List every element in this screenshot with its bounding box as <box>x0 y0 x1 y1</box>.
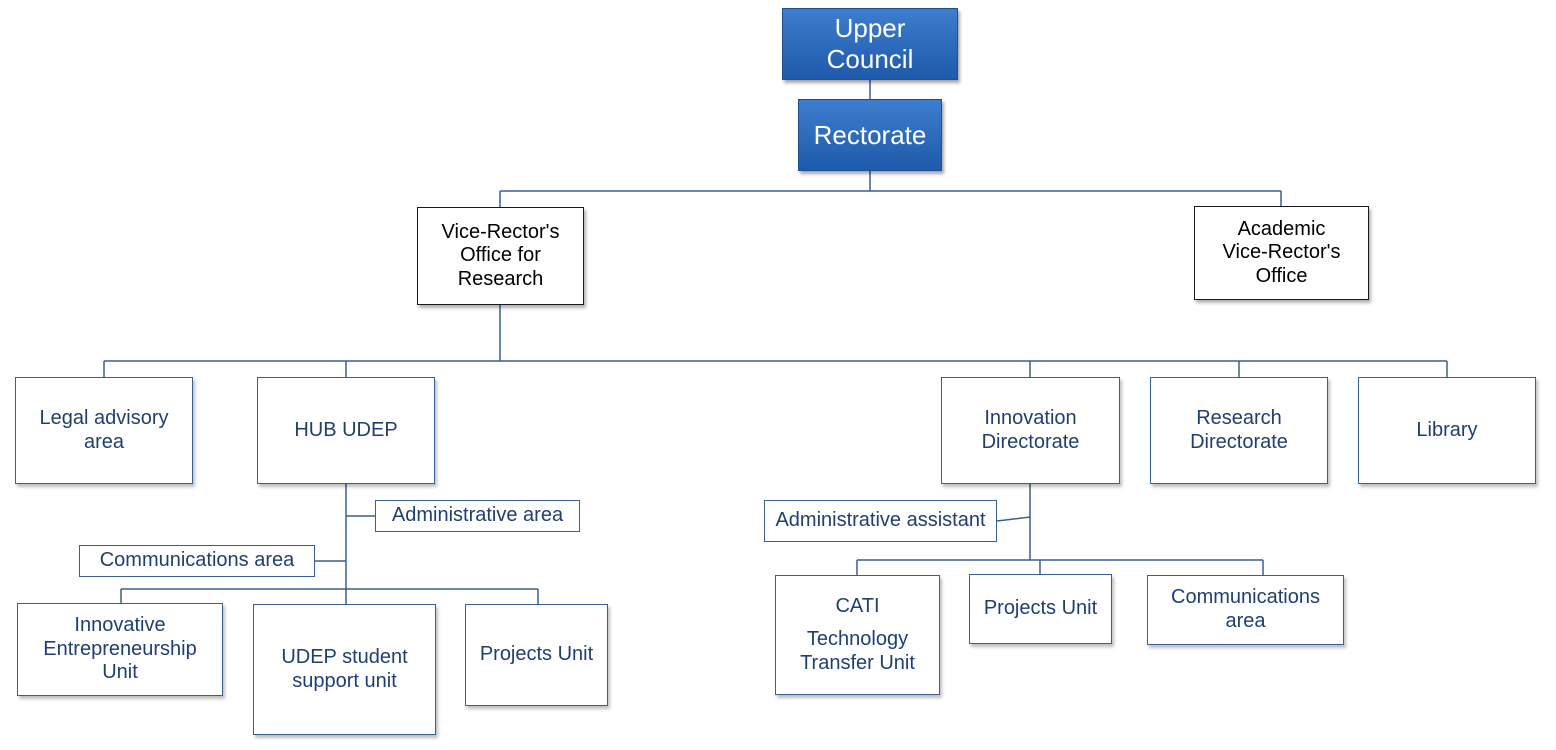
innovation-communications-area-box: Communications area <box>1147 575 1344 645</box>
node-line: Unit <box>102 661 138 684</box>
node-line: Projects Unit <box>479 643 594 666</box>
entrepreneurship-unit-box: Innovative Entrepreneurship Unit <box>17 603 223 696</box>
node-line: Directorate <box>981 430 1080 453</box>
node-line: Innovation <box>984 406 1077 429</box>
hub-udep-box: HUB UDEP <box>257 377 435 484</box>
node-line: Directorate <box>1190 430 1288 453</box>
node-line: Entrepreneurship <box>43 637 197 660</box>
node-line: Council <box>826 44 914 74</box>
node-line: Vice-Rector's <box>441 220 560 243</box>
node-line: Transfer Unit <box>800 651 915 674</box>
library-box: Library <box>1358 377 1536 484</box>
cati-unit-box: CATI Technology Transfer Unit <box>775 575 940 695</box>
legal-advisory-box: Legal advisory area <box>15 377 193 484</box>
connector-innovation-assistant <box>996 516 1031 522</box>
research-directorate-box: Research Directorate <box>1150 377 1328 484</box>
node-line: support unit <box>292 669 397 692</box>
node-line: HUB UDEP <box>294 418 398 441</box>
node-line: Communications area <box>99 549 295 572</box>
node-line: Academic <box>1237 217 1326 240</box>
node-line: Library <box>1416 418 1478 441</box>
node-line: Communications <box>1171 586 1320 609</box>
node-line: Administrative assistant <box>775 509 986 532</box>
node-line: Legal advisory <box>39 406 169 429</box>
node-line: Upper <box>834 13 906 44</box>
node-line: Office for <box>460 244 541 267</box>
node-line: Technology <box>806 628 909 651</box>
node-line: Research <box>457 267 544 290</box>
node-line: Research <box>1196 406 1282 429</box>
hub-projects-unit-box: Projects Unit <box>465 604 608 706</box>
node-line: CATI <box>835 594 880 617</box>
node-line: area <box>83 430 125 453</box>
administrative-assistant-box: Administrative assistant <box>764 500 997 542</box>
node-line: UDEP student <box>281 645 408 668</box>
student-support-unit-box: UDEP student support unit <box>253 604 436 735</box>
node-line: Rectorate <box>813 119 927 150</box>
hub-administrative-area-box: Administrative area <box>375 500 580 532</box>
rectorate-box: Rectorate <box>798 99 942 171</box>
vr-research-box: Vice-Rector's Office for Research <box>417 207 584 305</box>
upper-council-box: Upper Council <box>782 8 958 80</box>
innovation-directorate-box: Innovation Directorate <box>941 377 1120 484</box>
vr-academic-box: Academic Vice-Rector's Office <box>1194 206 1369 300</box>
node-line: Vice-Rector's <box>1222 241 1341 264</box>
node-line: Office <box>1255 264 1308 287</box>
node-line: area <box>1225 610 1266 632</box>
hub-communications-area-box: Communications area <box>79 545 315 577</box>
innovation-projects-unit-box: Projects Unit <box>969 574 1112 644</box>
node-line: Administrative area <box>391 504 564 527</box>
node-line: Innovative <box>74 614 166 637</box>
node-line: Projects Unit <box>983 597 1098 620</box>
